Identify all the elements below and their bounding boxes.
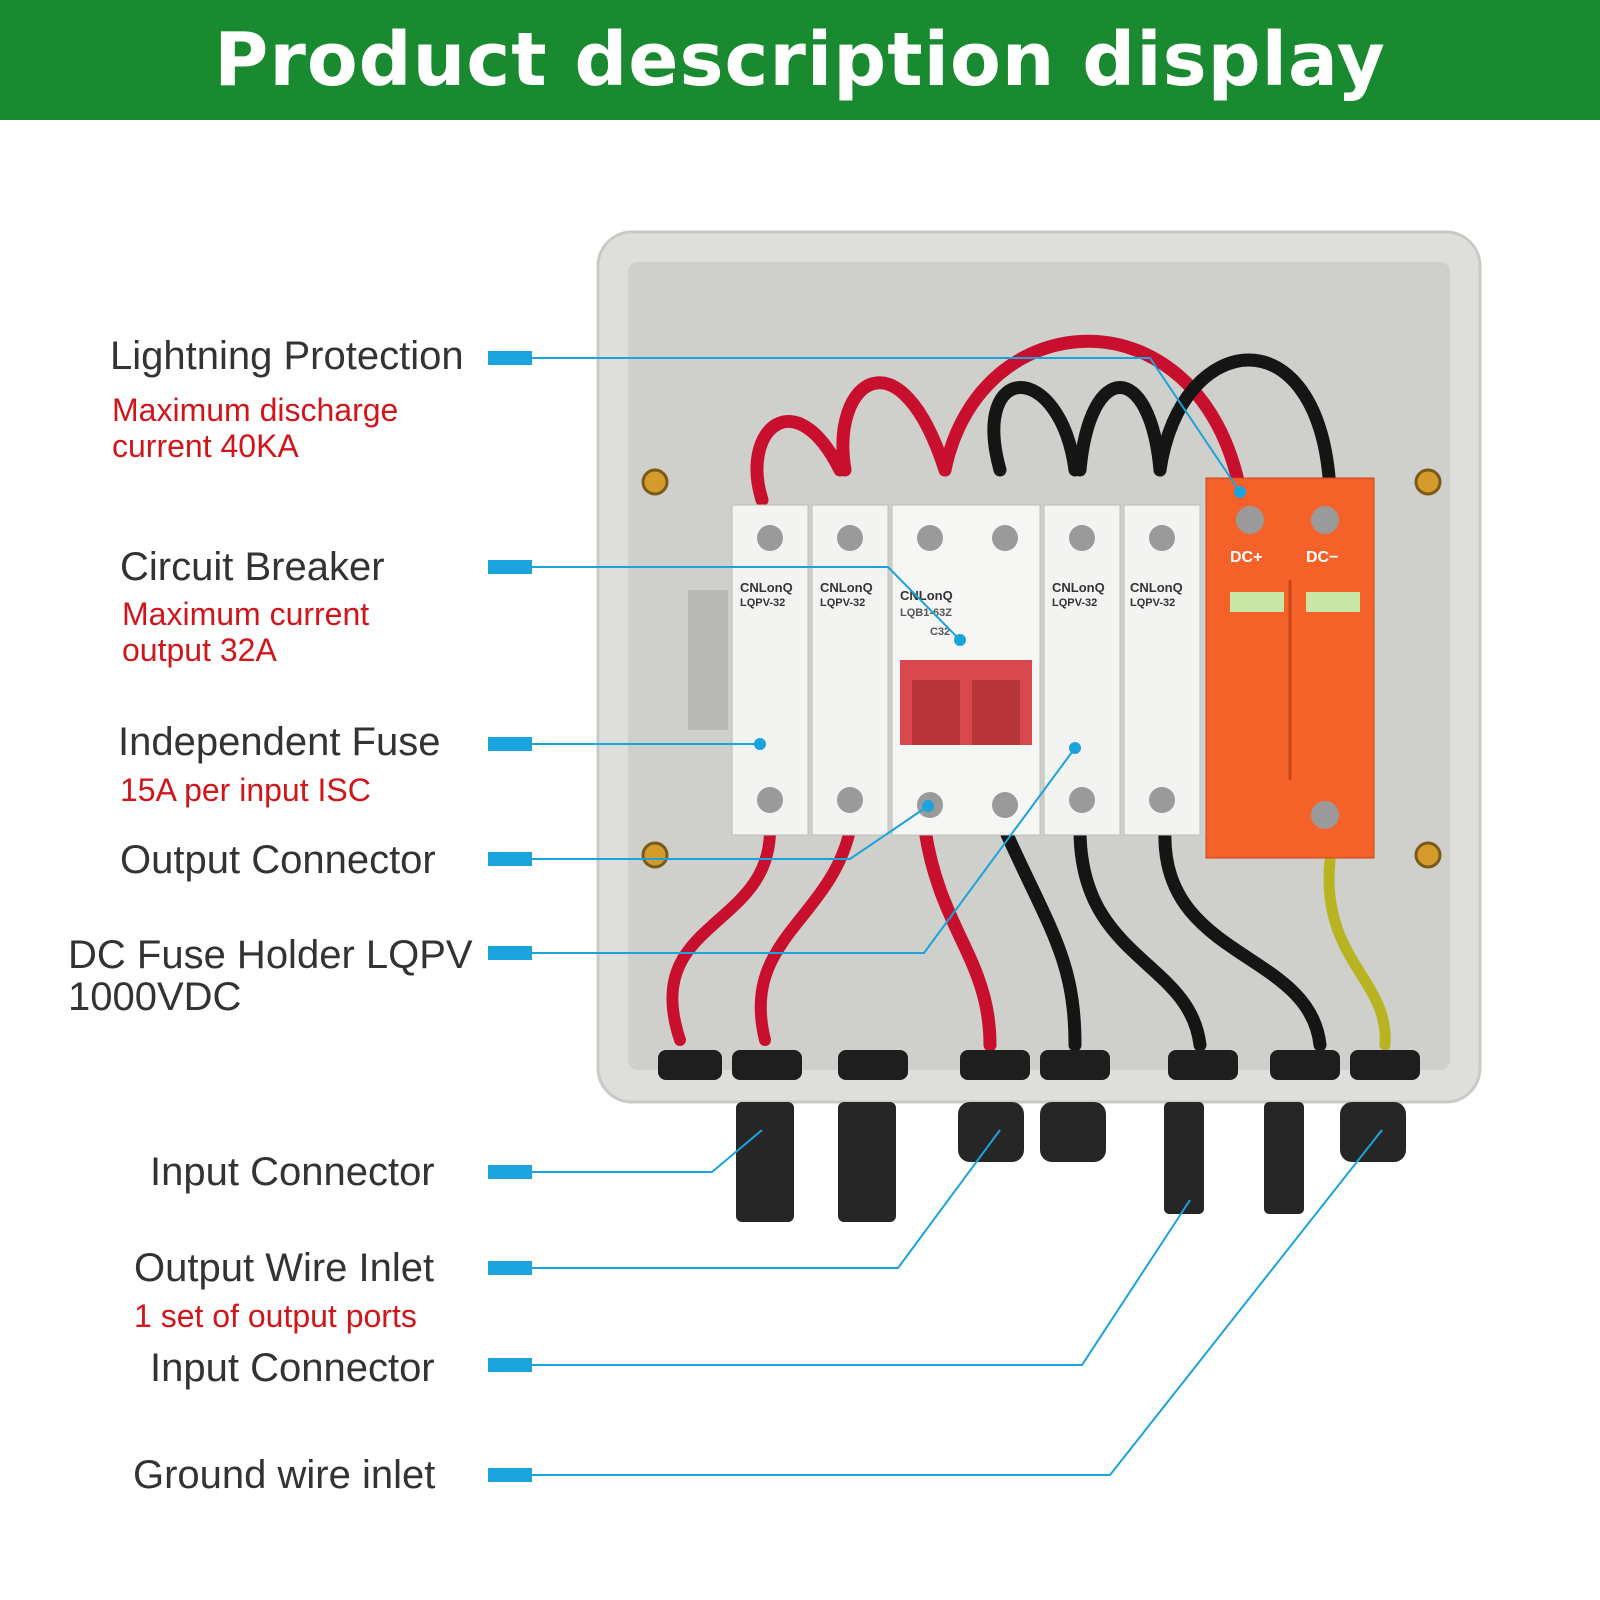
wires	[666, 334, 1391, 1052]
surge-protector	[1205, 477, 1375, 859]
label-circuit-breaker: Circuit Breaker	[120, 545, 385, 589]
note-circuit-breaker: Maximum current output 32A	[122, 596, 370, 668]
label-independent-fuse: Independent Fuse	[118, 720, 441, 764]
mc4-connectors	[736, 1102, 1304, 1222]
wire-black-4	[998, 823, 1082, 1052]
breaker-model: LQB1-63Z	[900, 607, 952, 619]
callout-tick	[488, 1261, 532, 1275]
callout-tick	[488, 351, 532, 365]
wire-red-3	[938, 334, 1247, 497]
wire-red-1	[750, 415, 847, 507]
din-rail	[688, 590, 728, 730]
wire-ground	[1323, 854, 1391, 1051]
wire-black-3	[1153, 353, 1337, 497]
cable-glands	[658, 1050, 1420, 1080]
leader-lines	[530, 357, 1383, 1476]
label-input-connector-2: Input Connector	[150, 1346, 435, 1390]
wire-inlets	[958, 1102, 1406, 1162]
spd-positive-label: DC+	[1230, 549, 1262, 566]
page-title: Product description display	[214, 17, 1386, 103]
fuse-model-3: LQPV-32	[1052, 597, 1097, 609]
callout-tick	[488, 1468, 532, 1482]
callout-tick	[488, 737, 532, 751]
wire-red-4	[666, 824, 776, 1046]
fuse-holder-1	[731, 504, 809, 836]
label-lightning-protection: Lightning Protection	[110, 334, 464, 378]
callout-tick	[488, 852, 532, 866]
note-output-wire-inlet: 1 set of output ports	[134, 1298, 417, 1334]
breaker-brand: CNLonQ	[900, 588, 953, 603]
label-dc-fuse-holder: DC Fuse Holder LQPV 1000VDC	[68, 933, 473, 1019]
fuse-model-1: LQPV-32	[740, 597, 785, 609]
wire-black-2	[1073, 381, 1167, 477]
callout-tick	[488, 1358, 532, 1372]
fuse-holder-4	[1123, 504, 1201, 836]
leader-dots	[754, 486, 1246, 812]
fuse-model-4: LQPV-32	[1130, 597, 1175, 609]
fuse-brand-1: CNLonQ	[740, 580, 793, 595]
breaker-rating: C32	[930, 626, 950, 638]
wire-black-5	[1073, 823, 1207, 1052]
wire-red-2	[836, 376, 952, 477]
fuse-brand-3: CNLonQ	[1052, 580, 1105, 595]
wire-black-1	[987, 381, 1082, 477]
wire-black-6	[1158, 823, 1327, 1052]
label-output-wire-inlet: Output Wire Inlet	[134, 1246, 435, 1290]
fuse-model-2: LQPV-32	[820, 597, 865, 609]
note-lightning-protection: Maximum discharge current 40KA	[112, 392, 399, 464]
label-output-connector: Output Connector	[120, 838, 436, 882]
callout-tick	[488, 1165, 532, 1179]
note-independent-fuse: 15A per input ISC	[120, 772, 371, 808]
callout-tick	[488, 560, 532, 574]
label-ground-wire-inlet: Ground wire inlet	[133, 1453, 436, 1497]
callout-tick	[488, 946, 532, 960]
fuse-brand-4: CNLonQ	[1130, 580, 1183, 595]
wire-red-6	[918, 823, 997, 1052]
fuse-holder-3	[1043, 504, 1121, 836]
fuse-holder-2	[811, 504, 889, 836]
header-banner: Product description display	[0, 0, 1600, 120]
label-input-connector-1: Input Connector	[150, 1150, 435, 1194]
mounting-screws	[641, 468, 1442, 869]
circuit-breaker	[891, 504, 1041, 836]
spd-negative-label: DC−	[1306, 549, 1338, 566]
wire-red-5	[754, 824, 856, 1046]
fuse-brand-2: CNLonQ	[820, 580, 873, 595]
